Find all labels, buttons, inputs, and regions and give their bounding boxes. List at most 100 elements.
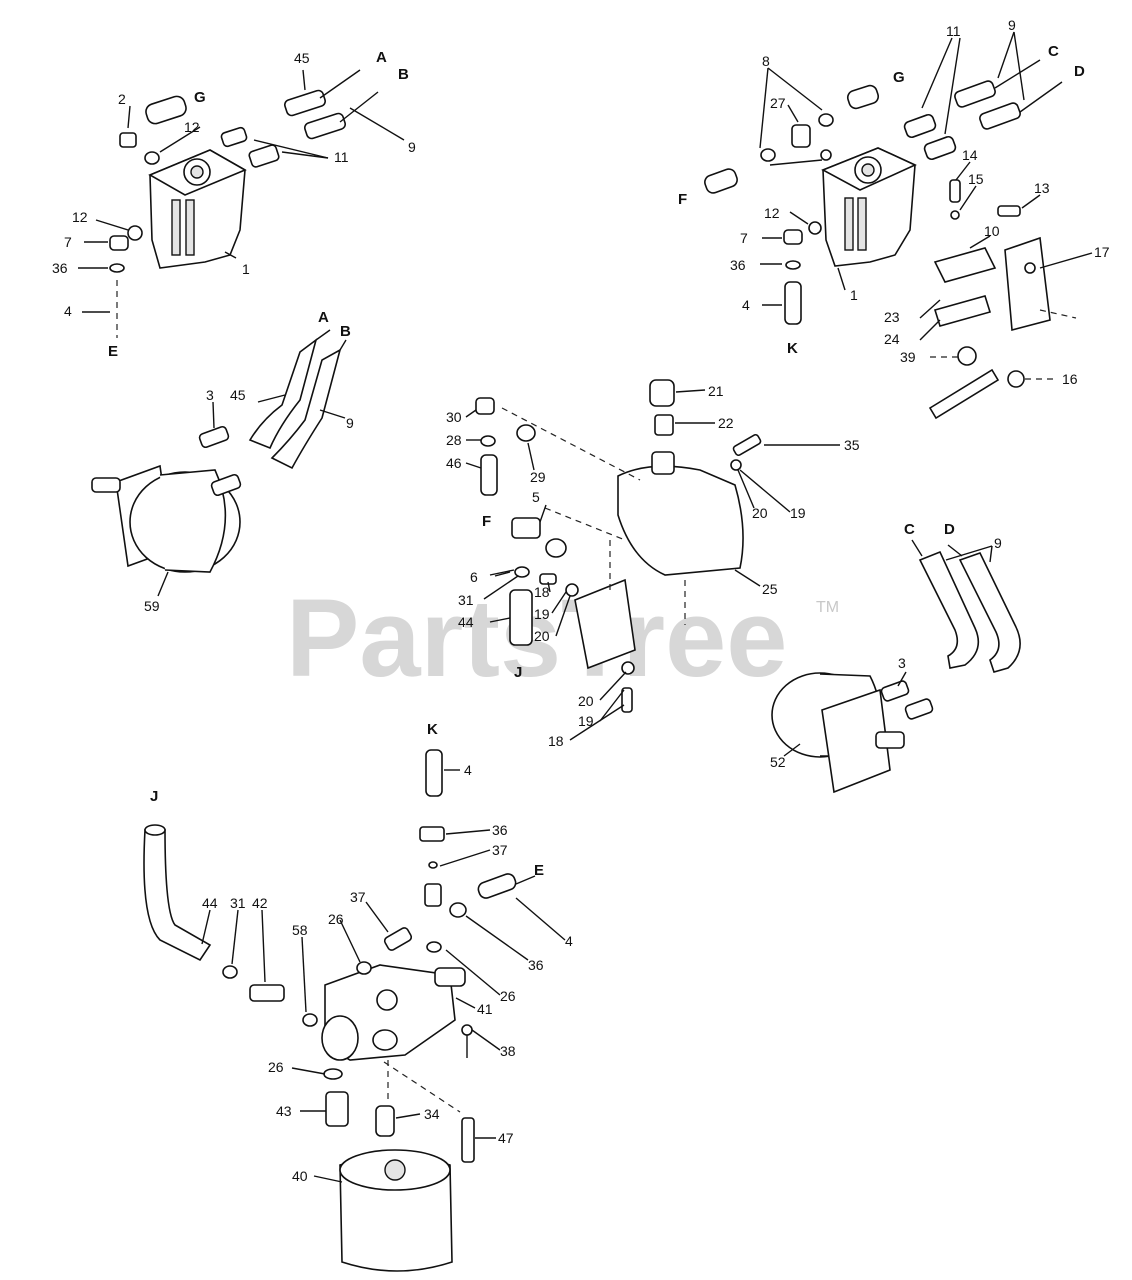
top-right-pump-assembly xyxy=(704,31,1093,420)
callout-39: 39 xyxy=(900,349,916,365)
callout-26: 26 xyxy=(268,1059,284,1075)
callout-4: 4 xyxy=(464,762,472,778)
callout-k: K xyxy=(427,721,438,738)
callout-22: 22 xyxy=(718,415,734,431)
callout-6: 6 xyxy=(470,569,478,585)
callout-36: 36 xyxy=(730,257,746,273)
callout-58: 58 xyxy=(292,922,308,938)
callout-c: C xyxy=(904,521,915,538)
callout-k: K xyxy=(787,340,798,357)
callout-18: 18 xyxy=(548,733,564,749)
callout-5: 5 xyxy=(532,489,540,505)
callout-19: 19 xyxy=(578,713,594,729)
callout-20: 20 xyxy=(578,693,594,709)
callout-11: 11 xyxy=(334,149,349,165)
callout-a: A xyxy=(318,309,329,326)
callout-4: 4 xyxy=(64,303,72,319)
callout-35: 35 xyxy=(844,437,860,453)
callout-47: 47 xyxy=(498,1130,514,1146)
callout-29: 29 xyxy=(530,469,546,485)
callout-10: 10 xyxy=(984,223,1000,239)
callout-37: 37 xyxy=(492,842,508,858)
callout-12: 12 xyxy=(72,209,88,225)
watermark: PartsTree xyxy=(286,577,787,700)
callout-20: 20 xyxy=(752,505,768,521)
callout-7: 7 xyxy=(740,230,748,246)
callout-d: D xyxy=(1074,63,1085,80)
callout-3: 3 xyxy=(898,655,906,671)
callout-4: 4 xyxy=(565,933,573,949)
callout-23: 23 xyxy=(884,309,900,325)
callout-26: 26 xyxy=(500,988,516,1004)
callout-59: 59 xyxy=(144,598,160,614)
callout-f: F xyxy=(482,513,491,530)
callout-b: B xyxy=(398,66,409,83)
callout-13: 13 xyxy=(1034,180,1050,196)
callout-8: 8 xyxy=(762,53,770,69)
callout-9: 9 xyxy=(346,415,354,431)
callout-36: 36 xyxy=(492,822,508,838)
callout-45: 45 xyxy=(294,50,310,66)
callout-26: 26 xyxy=(328,911,344,927)
callout-11: 11 xyxy=(946,23,961,39)
reservoir-tank-assembly xyxy=(465,379,840,741)
callout-37: 37 xyxy=(350,889,366,905)
callout-e: E xyxy=(534,862,544,879)
callout-25: 25 xyxy=(762,581,778,597)
callout-c: C xyxy=(1048,43,1059,60)
callout-g: G xyxy=(893,69,905,86)
callout-a: A xyxy=(376,49,387,66)
callout-42: 42 xyxy=(252,895,268,911)
callout-44: 44 xyxy=(202,895,218,911)
callout-9: 9 xyxy=(994,535,1002,551)
callout-38: 38 xyxy=(500,1043,516,1059)
callout-36: 36 xyxy=(52,260,68,276)
callout-20: 20 xyxy=(534,628,550,644)
callout-18: 18 xyxy=(534,584,550,600)
left-motor-assembly xyxy=(91,329,347,597)
callout-36: 36 xyxy=(528,957,544,973)
callout-2: 2 xyxy=(118,91,126,107)
right-motor-assembly xyxy=(771,539,1021,794)
callout-9: 9 xyxy=(1008,17,1016,33)
callout-45: 45 xyxy=(230,387,246,403)
callout-28: 28 xyxy=(446,432,462,448)
callout-12: 12 xyxy=(764,205,780,221)
callout-46: 46 xyxy=(446,455,462,471)
callout-g: G xyxy=(194,89,206,106)
callout-14: 14 xyxy=(962,147,978,163)
filter-manifold-assembly xyxy=(143,749,566,1272)
callout-31: 31 xyxy=(458,592,474,608)
callout-1: 1 xyxy=(850,287,858,303)
callout-f: F xyxy=(678,191,687,208)
callout-44: 44 xyxy=(458,614,474,630)
callout-40: 40 xyxy=(292,1168,308,1184)
callout-3: 3 xyxy=(206,387,214,403)
callout-b: B xyxy=(340,323,351,340)
callout-12: 12 xyxy=(184,119,200,135)
callout-19: 19 xyxy=(534,606,550,622)
callout-27: 27 xyxy=(770,95,786,111)
callout-e: E xyxy=(108,343,118,360)
callout-34: 34 xyxy=(424,1106,440,1122)
callout-16: 16 xyxy=(1062,371,1078,387)
callout-15: 15 xyxy=(968,171,984,187)
callout-7: 7 xyxy=(64,234,72,250)
callout-19: 19 xyxy=(790,505,806,521)
top-left-pump-assembly xyxy=(78,69,405,338)
callout-9: 9 xyxy=(408,139,416,155)
callout-17: 17 xyxy=(1094,244,1110,260)
callout-31: 31 xyxy=(230,895,246,911)
callout-41: 41 xyxy=(477,1001,493,1017)
watermark-tm: TM xyxy=(816,599,839,616)
callout-24: 24 xyxy=(884,331,900,347)
callout-1: 1 xyxy=(242,261,250,277)
callout-d: D xyxy=(944,521,955,538)
callout-21: 21 xyxy=(708,383,724,399)
callout-52: 52 xyxy=(770,754,786,770)
callout-j: J xyxy=(150,788,158,805)
callout-30: 30 xyxy=(446,409,462,425)
callout-43: 43 xyxy=(276,1103,292,1119)
callout-4: 4 xyxy=(742,297,750,313)
